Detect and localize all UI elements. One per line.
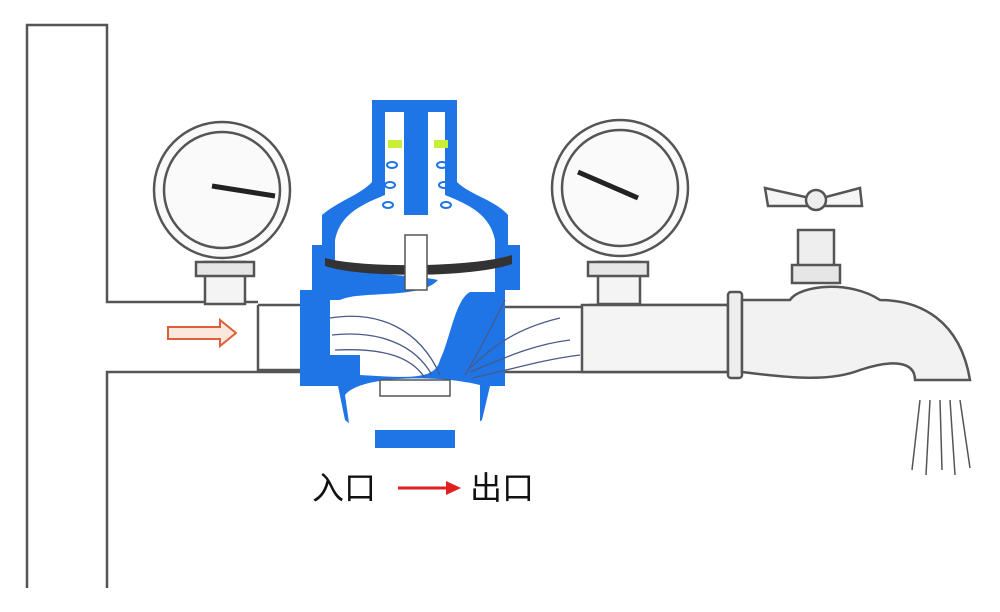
pipe-bottom-left	[105, 370, 300, 588]
inlet-label: 入口	[312, 469, 377, 507]
diaphragm	[325, 255, 512, 275]
flow-direction-arrow	[167, 317, 238, 349]
inlet-pressure-gauge	[152, 120, 292, 306]
wall-riser	[25, 23, 258, 588]
faucet-body	[740, 285, 972, 382]
outlet-label: 出口	[470, 469, 535, 507]
outlet-pressure-gauge	[550, 118, 690, 306]
water-stream	[911, 399, 971, 476]
faucet-flange	[726, 290, 744, 380]
valve-stem	[404, 110, 428, 215]
outlet-pipe-segment	[580, 303, 730, 374]
outlet-label-arrow	[398, 481, 461, 495]
flow-lines	[329, 299, 581, 379]
inlet-pipe	[256, 303, 300, 372]
spring	[382, 161, 452, 209]
